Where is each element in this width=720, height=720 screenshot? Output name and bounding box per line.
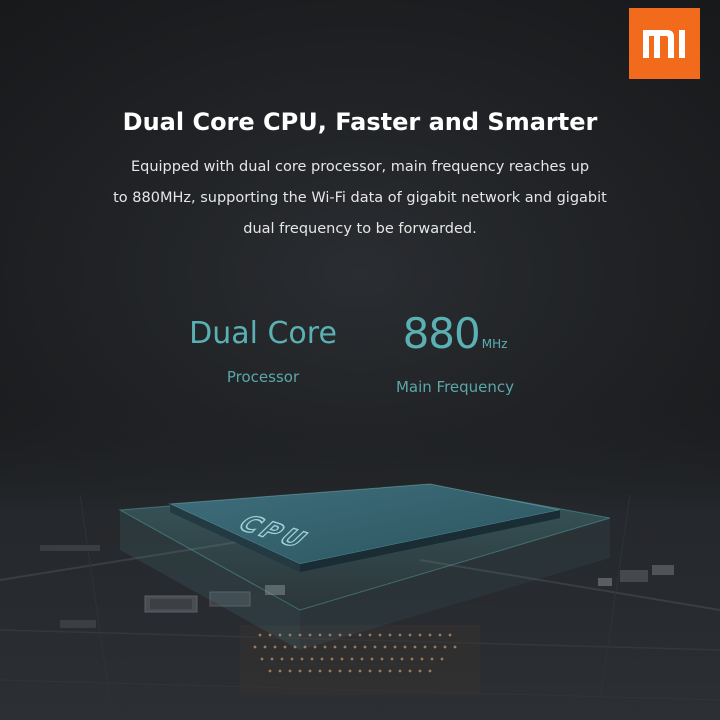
description-line: to 880MHz, supporting the Wi-Fi data of … [113, 190, 607, 206]
solder-dots [253, 633, 457, 673]
description: Equipped with dual core processor, main … [60, 152, 660, 245]
small-components [40, 545, 674, 628]
frequency-unit: MHz [481, 337, 508, 351]
chip-pads [240, 625, 480, 695]
spec-core-value: Dual Core [189, 316, 337, 351]
spec-frequency-label: Main Frequency [395, 378, 515, 396]
mi-logo-icon [643, 30, 685, 58]
headline: Dual Core CPU, Faster and Smarter [122, 108, 598, 136]
frequency-number: 880 [402, 309, 481, 358]
circuit-board-illustration: CPU [0, 400, 720, 720]
mi-logo [629, 8, 700, 79]
spec-core: Dual Core Processor [188, 312, 338, 386]
description-line: dual frequency to be forwarded. [243, 221, 477, 237]
description-line: Equipped with dual core processor, main … [130, 159, 590, 175]
cpu-chip: CPU [118, 483, 611, 650]
spec-core-label: Processor [226, 368, 300, 386]
